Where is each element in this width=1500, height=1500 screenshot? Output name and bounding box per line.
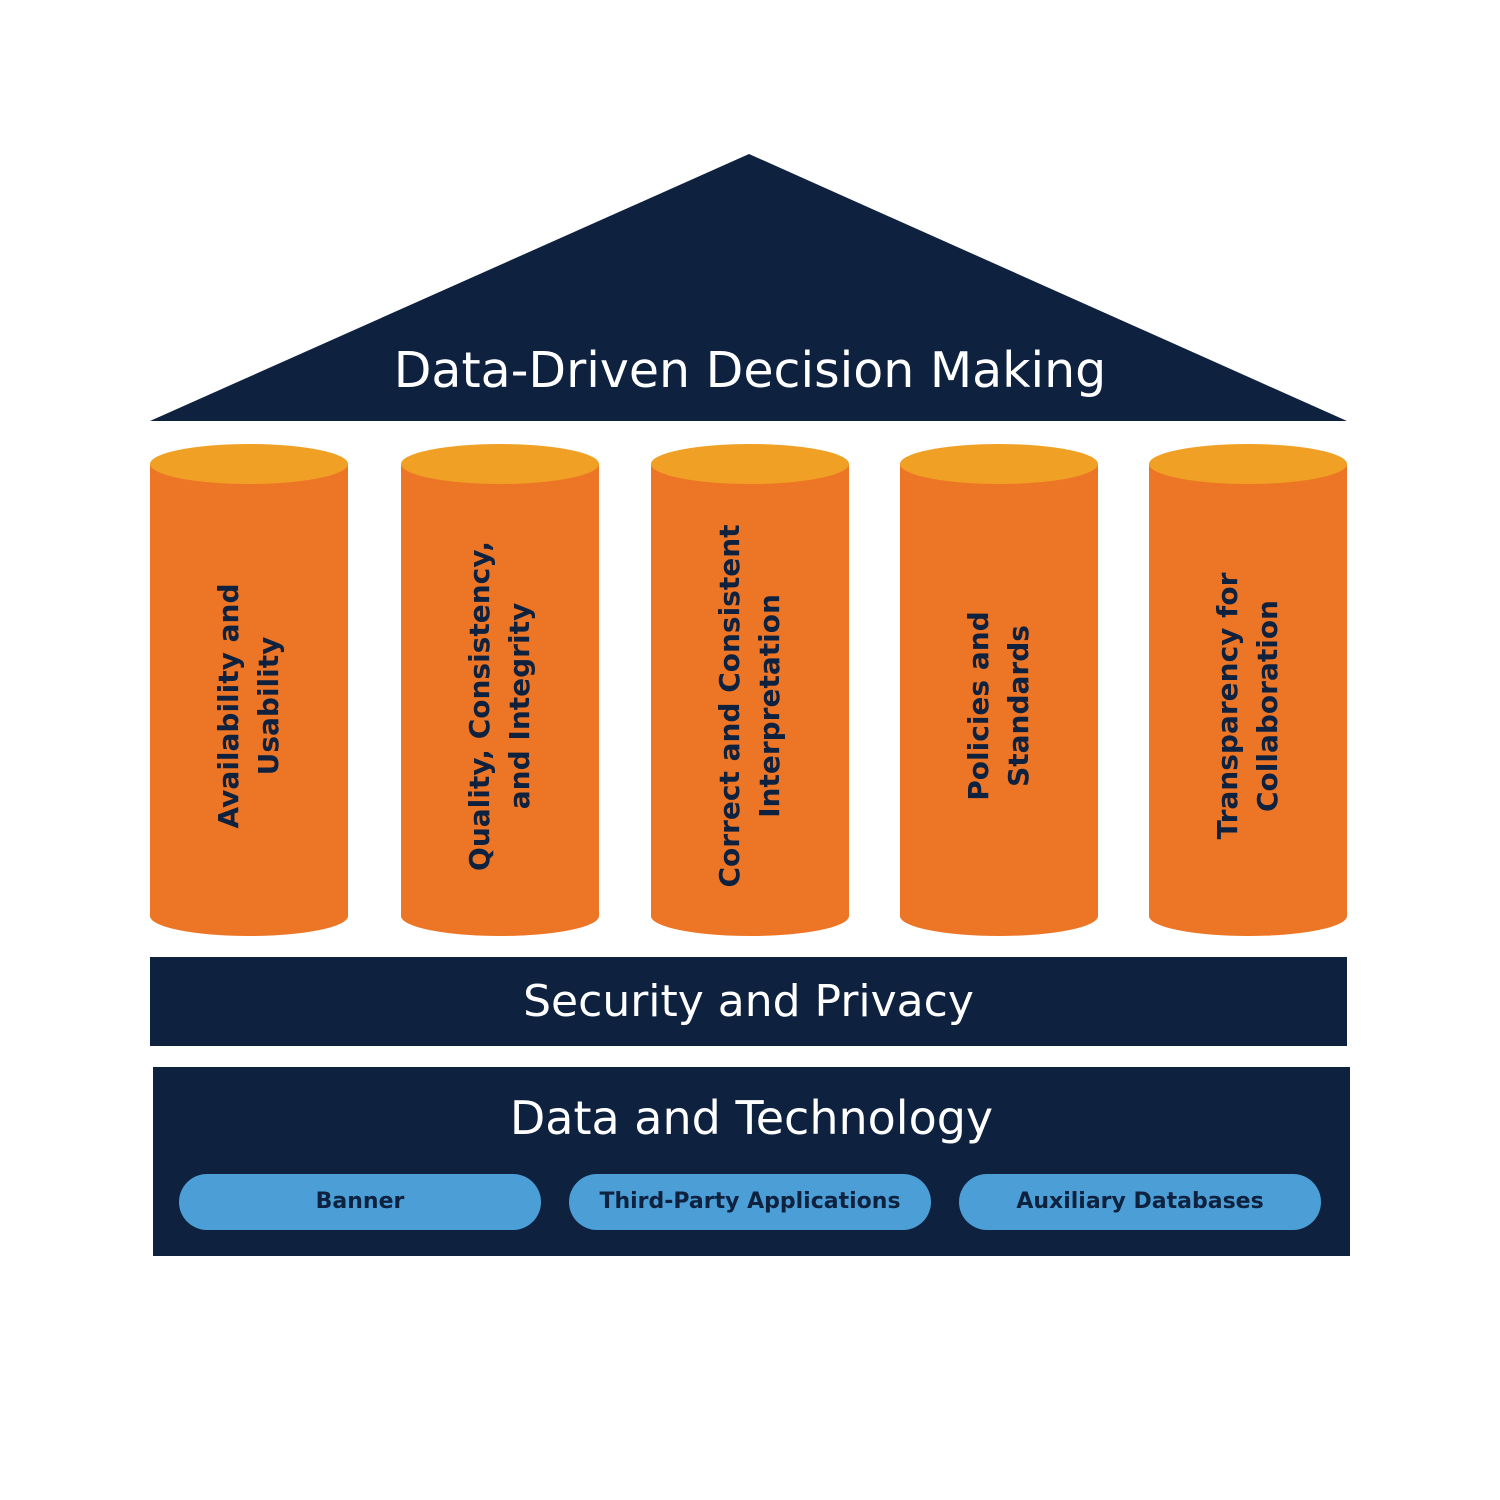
pillar-label: Policies and Standards <box>962 611 1035 801</box>
pillar-transparency-collaboration: Transparency for Collaboration <box>1149 444 1347 936</box>
pillar-cylinder <box>651 444 849 936</box>
pillar-cylinder <box>1149 444 1347 936</box>
pillar-correct-consistent-interpretation: Correct and Consistent Interpretation <box>651 444 849 936</box>
data-technology-band: Data and Technology Banner Third-Party A… <box>153 1067 1350 1256</box>
pillar-quality-consistency-integrity: Quality, Consistency, and Integrity <box>401 444 599 936</box>
roof <box>150 154 1347 421</box>
data-technology-title: Data and Technology <box>509 1091 994 1145</box>
pillar-policies-standards: Policies and Standards <box>900 444 1098 936</box>
pillar-cylinder <box>900 444 1098 936</box>
security-band: Security and Privacy <box>150 957 1347 1046</box>
auxiliary-databases-pill: Auxiliary Databases <box>959 1174 1321 1230</box>
banner-pill: Banner <box>179 1174 541 1230</box>
pillar-label: Transparency for Collaboration <box>1211 572 1284 840</box>
pillar-label: Correct and Consistent Interpretation <box>713 524 786 888</box>
third-party-applications-pill: Third-Party Applications <box>569 1174 931 1230</box>
pillar-availability-usability: Availability and Usability <box>150 444 348 936</box>
pillar-cylinder <box>401 444 599 936</box>
pillar-cylinder <box>150 444 348 936</box>
pillar-label: Availability and Usability <box>212 583 285 829</box>
roof-title: Data-Driven Decision Making <box>393 342 1107 399</box>
roof-triangle <box>150 154 1347 421</box>
pillar-label: Quality, Consistency, and Integrity <box>463 541 536 871</box>
